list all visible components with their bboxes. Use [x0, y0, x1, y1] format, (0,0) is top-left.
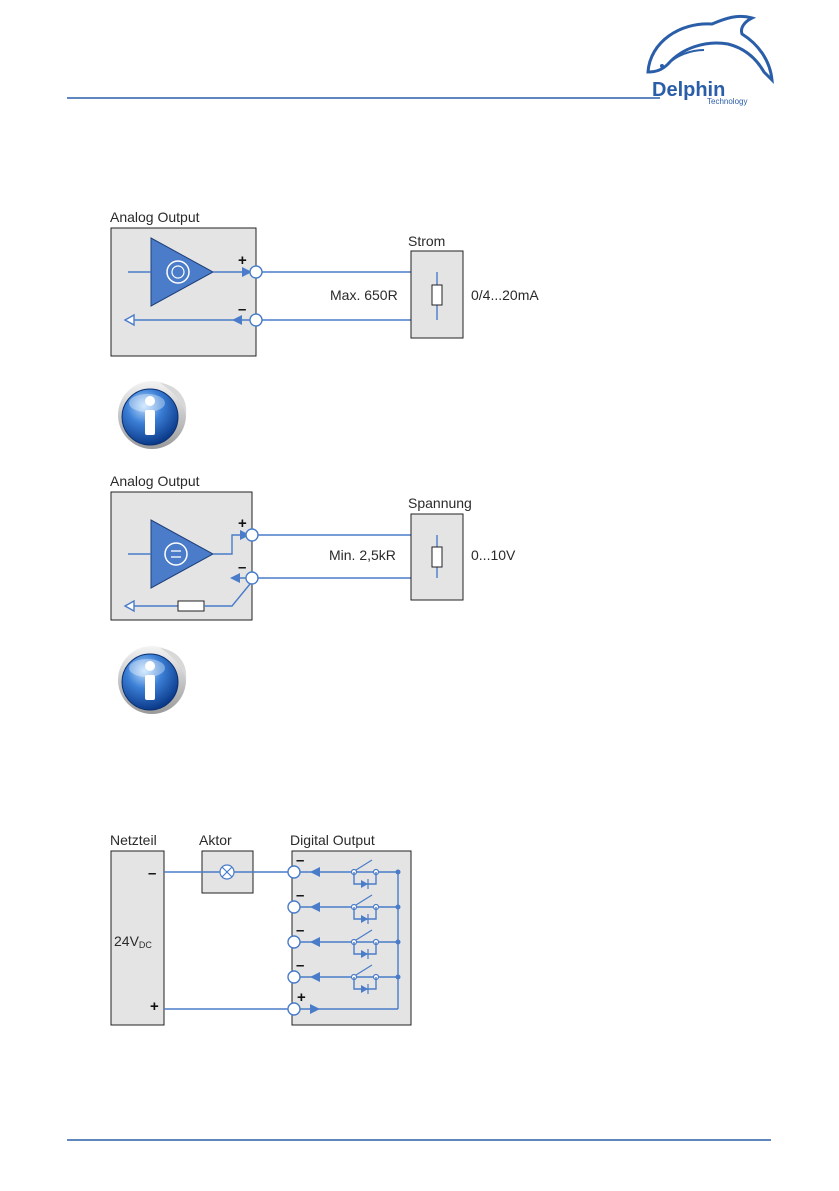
- range-label: 0/4...20mA: [471, 287, 539, 303]
- psu-plus-label: +: [150, 998, 159, 1015]
- psu-title: Netzteil: [110, 832, 157, 848]
- actor-title: Aktor: [199, 832, 232, 848]
- diagram-digital-output: Netzteil 24VDC – + Aktor Digital Output …: [110, 832, 411, 1025]
- analog-output-box: [111, 228, 256, 356]
- terminal-plus: [288, 1003, 300, 1015]
- resistor-icon: [432, 285, 442, 305]
- channel-plus-label: +: [297, 989, 306, 1006]
- info-icon: [118, 646, 186, 714]
- terminal-minus: [288, 901, 300, 913]
- terminal-minus: [288, 936, 300, 948]
- analog-output-title: Analog Output: [110, 473, 200, 489]
- plus-label: +: [238, 252, 247, 269]
- range-label: 0...10V: [471, 547, 516, 563]
- info-icon: [118, 381, 186, 449]
- load-title: Spannung: [408, 495, 472, 511]
- delphin-logo: Delphin Technology: [648, 16, 772, 106]
- analog-output-title: Analog Output: [110, 209, 200, 225]
- psu-minus-label: –: [148, 865, 156, 882]
- diagram-current-output: Analog Output + – Strom Max. 650R 0/4...…: [110, 209, 539, 356]
- resistance-label: Max. 650R: [330, 287, 398, 303]
- terminal-minus: [246, 572, 258, 584]
- resistance-label: Min. 2,5kR: [329, 547, 396, 563]
- header: Delphin Technology: [67, 16, 772, 106]
- digital-output-title: Digital Output: [290, 832, 375, 848]
- terminal-plus: [246, 529, 258, 541]
- terminal-minus: [288, 866, 300, 878]
- terminal-minus: [250, 314, 262, 326]
- minus-label: –: [238, 559, 246, 576]
- digital-output-box: [292, 851, 411, 1025]
- terminal-minus: [288, 971, 300, 983]
- terminal-plus: [250, 266, 262, 278]
- shunt-resistor-icon: [178, 601, 204, 611]
- dolphin-icon: [648, 16, 772, 80]
- logo-sub: Technology: [707, 97, 747, 106]
- resistor-icon: [432, 547, 442, 567]
- plus-label: +: [238, 515, 247, 532]
- load-title: Strom: [408, 233, 445, 249]
- minus-label: –: [238, 301, 246, 318]
- diagram-voltage-output: Analog Output + – Spannung Min. 2,5kR 0.…: [110, 473, 516, 620]
